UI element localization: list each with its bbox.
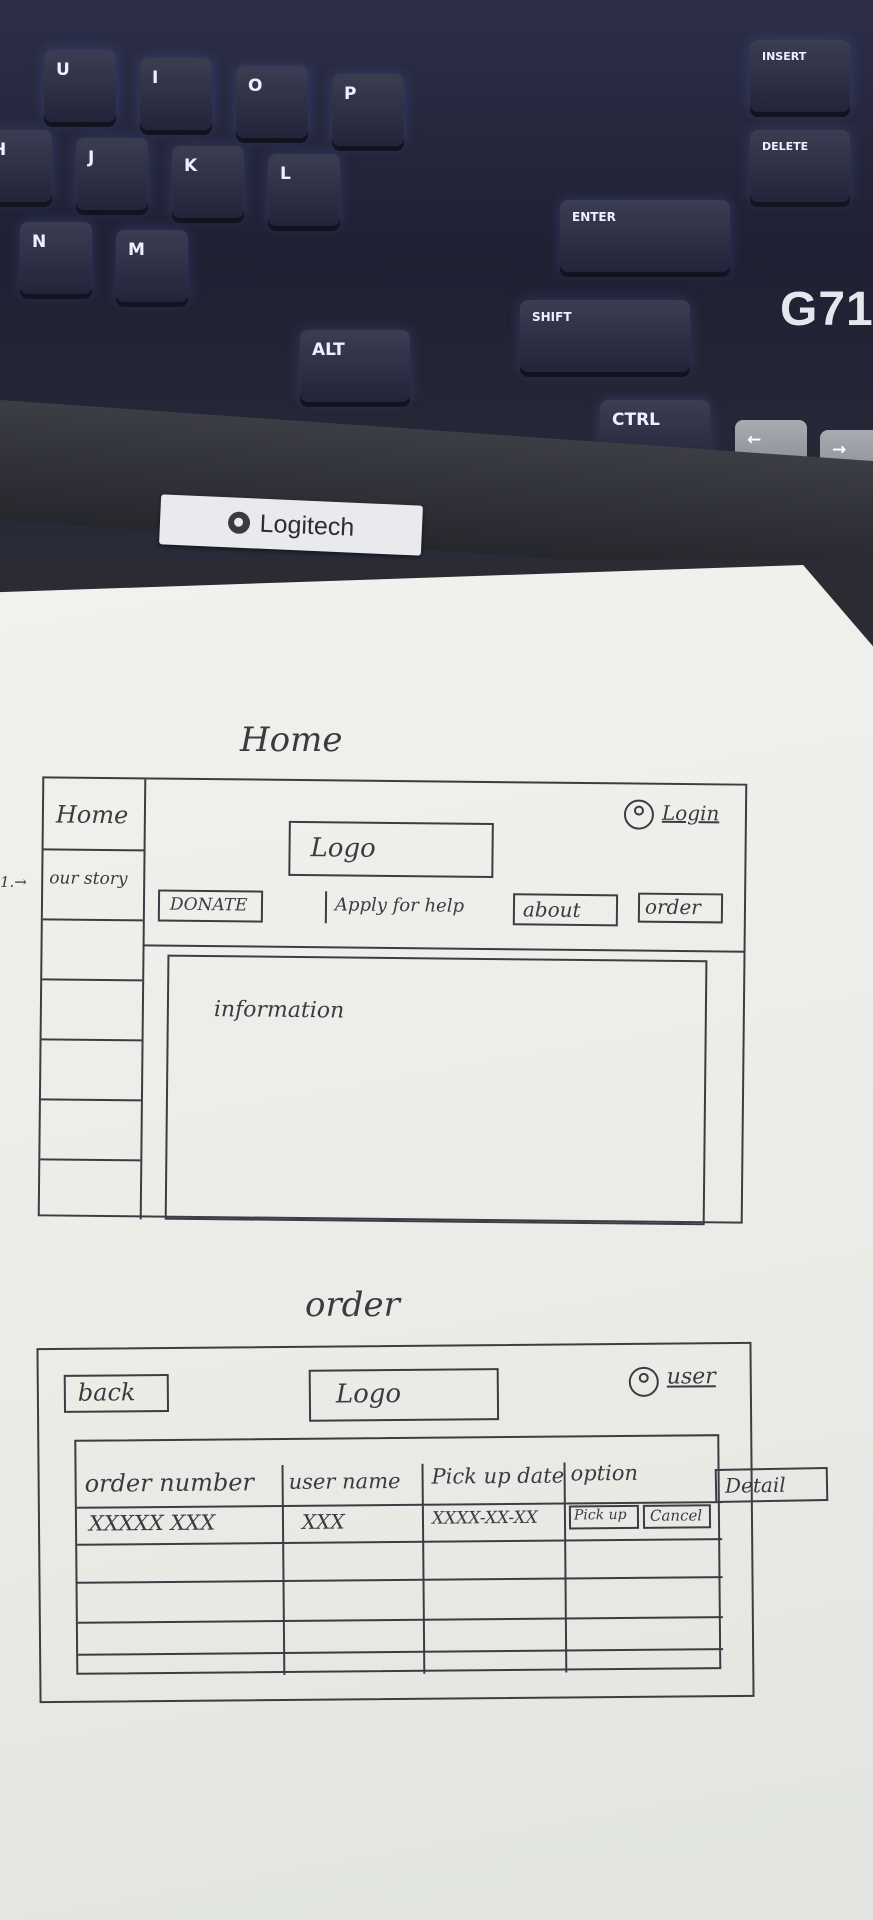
content-box: information — [164, 954, 708, 1226]
key-shift: SHIFT — [520, 300, 690, 372]
sidebar-arrow-note: 1.→ — [0, 873, 27, 891]
key-insert: INSERT — [750, 40, 850, 112]
key-n: N — [20, 222, 92, 294]
nav-about-button: about — [512, 893, 619, 927]
login-label: Login — [661, 800, 720, 826]
brand-label: Logitech — [259, 509, 355, 542]
order-frame: back Logo user order number user name Pi… — [36, 1341, 755, 1704]
table-row-rule — [77, 1576, 723, 1584]
table-header-order-number: order number — [84, 1468, 255, 1498]
table-row-rule — [78, 1648, 724, 1656]
nav-donate-label: DONATE — [169, 894, 248, 916]
key-l: L — [268, 154, 340, 226]
sidebar-rule — [41, 1038, 142, 1042]
sidebar-item-our-story: our story — [49, 868, 128, 890]
keyboard-photo: U I O P H J K L N M ALT ENTER SHIFT CTRL… — [0, 0, 873, 560]
back-label: back — [77, 1378, 136, 1407]
key-o: O — [236, 66, 308, 138]
table-col-divider — [421, 1463, 426, 1674]
keyboard-model: G71 — [780, 283, 873, 336]
pickup-button: Pick up — [568, 1504, 640, 1530]
nav-donate-button: DONATE — [157, 889, 264, 923]
table-cell-pickup-date: XXXX-XX-XX — [431, 1507, 538, 1529]
nav-order-button: order — [637, 892, 724, 924]
key-u: U — [44, 50, 116, 122]
cancel-label: Cancel — [649, 1506, 703, 1525]
sidebar-rule — [42, 978, 143, 982]
key-k: K — [172, 146, 244, 218]
home-sketch-title: Home — [240, 720, 343, 760]
key-p: P — [332, 74, 404, 146]
home-logo-label: Logo — [310, 833, 376, 864]
sidebar-item-home: Home — [55, 800, 129, 830]
back-button: back — [63, 1373, 170, 1413]
nav-apply-button: Apply for help — [324, 891, 486, 925]
sidebar-rule — [40, 1158, 141, 1162]
order-sketch-title: order — [305, 1285, 400, 1325]
brand-plate: Logitech — [159, 494, 423, 556]
key-h: H — [0, 130, 52, 202]
key-i: I — [140, 58, 212, 130]
sidebar-rule — [40, 1098, 141, 1102]
table-header-user-name: user name — [288, 1468, 401, 1494]
sidebar-divider — [139, 779, 147, 1220]
detail-button: Detail — [714, 1467, 829, 1503]
pickup-label: Pick up — [573, 1506, 627, 1524]
user-label: user — [666, 1364, 716, 1390]
table-cell-user-name: XXX — [301, 1509, 345, 1534]
nav-order-label: order — [644, 894, 701, 920]
user-icon — [623, 799, 655, 830]
key-alt: ALT — [300, 330, 410, 402]
nav-apply-label: Apply for help — [334, 894, 465, 917]
nav-about-label: about — [522, 897, 581, 922]
sidebar-rule — [43, 848, 144, 852]
table-row-rule — [77, 1616, 723, 1624]
key-enter: ENTER — [560, 200, 730, 272]
home-logo-box: Logo — [288, 820, 494, 879]
order-logo-label: Logo — [335, 1378, 402, 1410]
table-row-rule — [77, 1538, 723, 1546]
content-label: information — [213, 997, 345, 1024]
key-delete: DELETE — [750, 130, 850, 202]
user-icon — [628, 1366, 659, 1397]
home-frame: Home our story Logo Login DONATE Apply f… — [37, 776, 748, 1226]
sidebar-rule — [42, 918, 143, 922]
table-header-option: option — [570, 1460, 639, 1486]
order-table: order number user name Pick up date opti… — [74, 1434, 724, 1675]
header-rule — [142, 944, 746, 953]
detail-label: Detail — [724, 1472, 786, 1498]
table-header-pickup-date: Pick up date — [431, 1463, 565, 1489]
key-m: M — [116, 230, 188, 302]
table-cell-order-number: XXXXX XXX — [88, 1510, 216, 1536]
key-j: J — [76, 138, 148, 210]
table-col-divider — [281, 1464, 286, 1675]
paper-sheet: Home Home our story Logo Login DONATE Ap… — [0, 565, 873, 1920]
table-col-divider — [563, 1462, 568, 1673]
cancel-button: Cancel — [642, 1504, 712, 1529]
logitech-logo-icon — [227, 511, 251, 535]
order-logo-box: Logo — [308, 1368, 500, 1422]
